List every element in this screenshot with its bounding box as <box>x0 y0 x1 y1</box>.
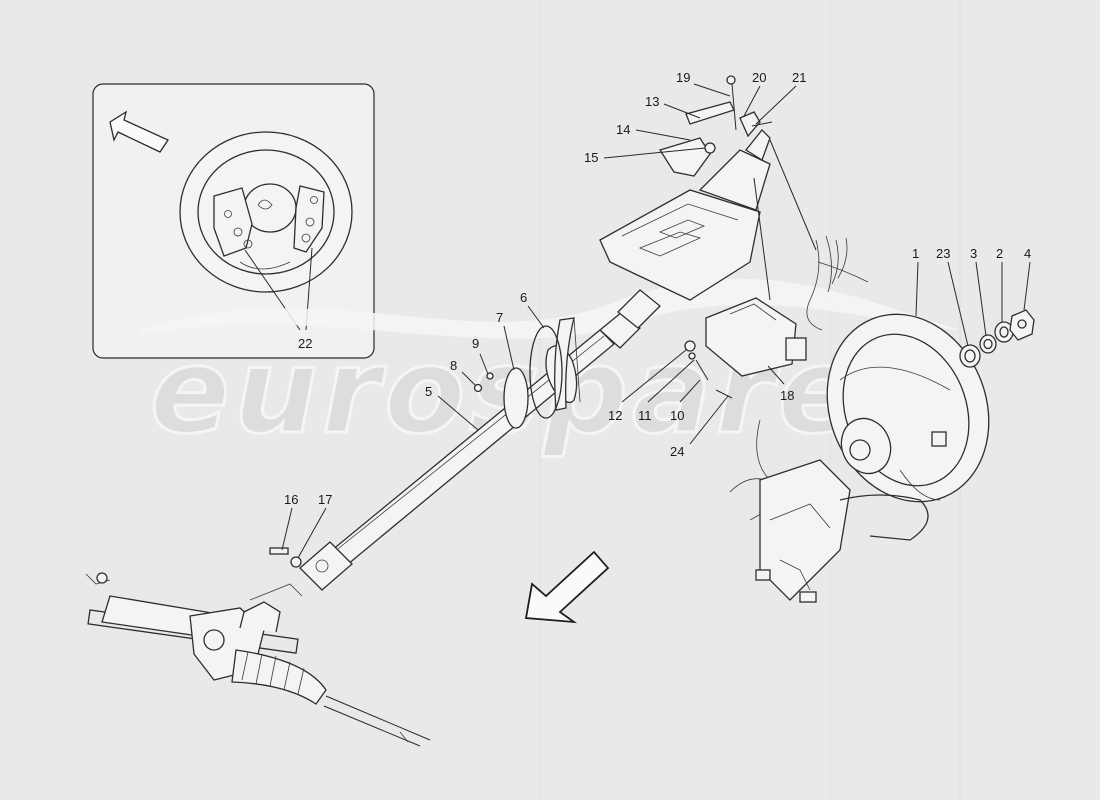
watermark-swoosh <box>140 278 960 339</box>
steering-column-assembly <box>269 75 869 591</box>
callout-23: 23 <box>936 246 950 261</box>
leader-lines <box>281 83 1031 559</box>
callout-9: 9 <box>472 336 479 351</box>
inset-steering-wheel <box>179 131 353 293</box>
pedal-bracket <box>755 459 929 603</box>
inset-panel: 22 <box>92 83 375 359</box>
callout-4: 4 <box>1024 246 1031 261</box>
callout-18: 18 <box>780 388 794 403</box>
callout-19: 19 <box>676 70 690 85</box>
callout-12: 12 <box>608 408 622 423</box>
callout-1: 1 <box>912 246 919 261</box>
steering-wheel <box>826 309 1035 503</box>
callout-11: 11 <box>638 408 652 423</box>
callout-15: 15 <box>584 150 598 165</box>
callout-14: 14 <box>616 122 630 137</box>
direction-arrow-large-icon <box>524 550 610 624</box>
callout-13: 13 <box>645 94 659 109</box>
callout-2: 2 <box>996 246 1003 261</box>
callout-24: 24 <box>670 444 684 459</box>
callout-21: 21 <box>792 70 806 85</box>
direction-arrow-icon <box>109 110 169 153</box>
callout-20: 20 <box>752 70 766 85</box>
callout-5: 5 <box>425 384 432 399</box>
callout-16: 16 <box>284 492 298 507</box>
callout-6: 6 <box>520 290 527 305</box>
callout-numbers: 19 20 21 13 14 15 1 23 3 2 4 6 7 9 8 5 1… <box>284 70 1031 507</box>
callout-22: 22 <box>298 336 312 351</box>
callout-17: 17 <box>318 492 332 507</box>
steering-rack <box>85 572 431 747</box>
callout-8: 8 <box>450 358 457 373</box>
callout-7: 7 <box>496 310 503 325</box>
callout-3: 3 <box>970 246 977 261</box>
callout-10: 10 <box>670 408 684 423</box>
